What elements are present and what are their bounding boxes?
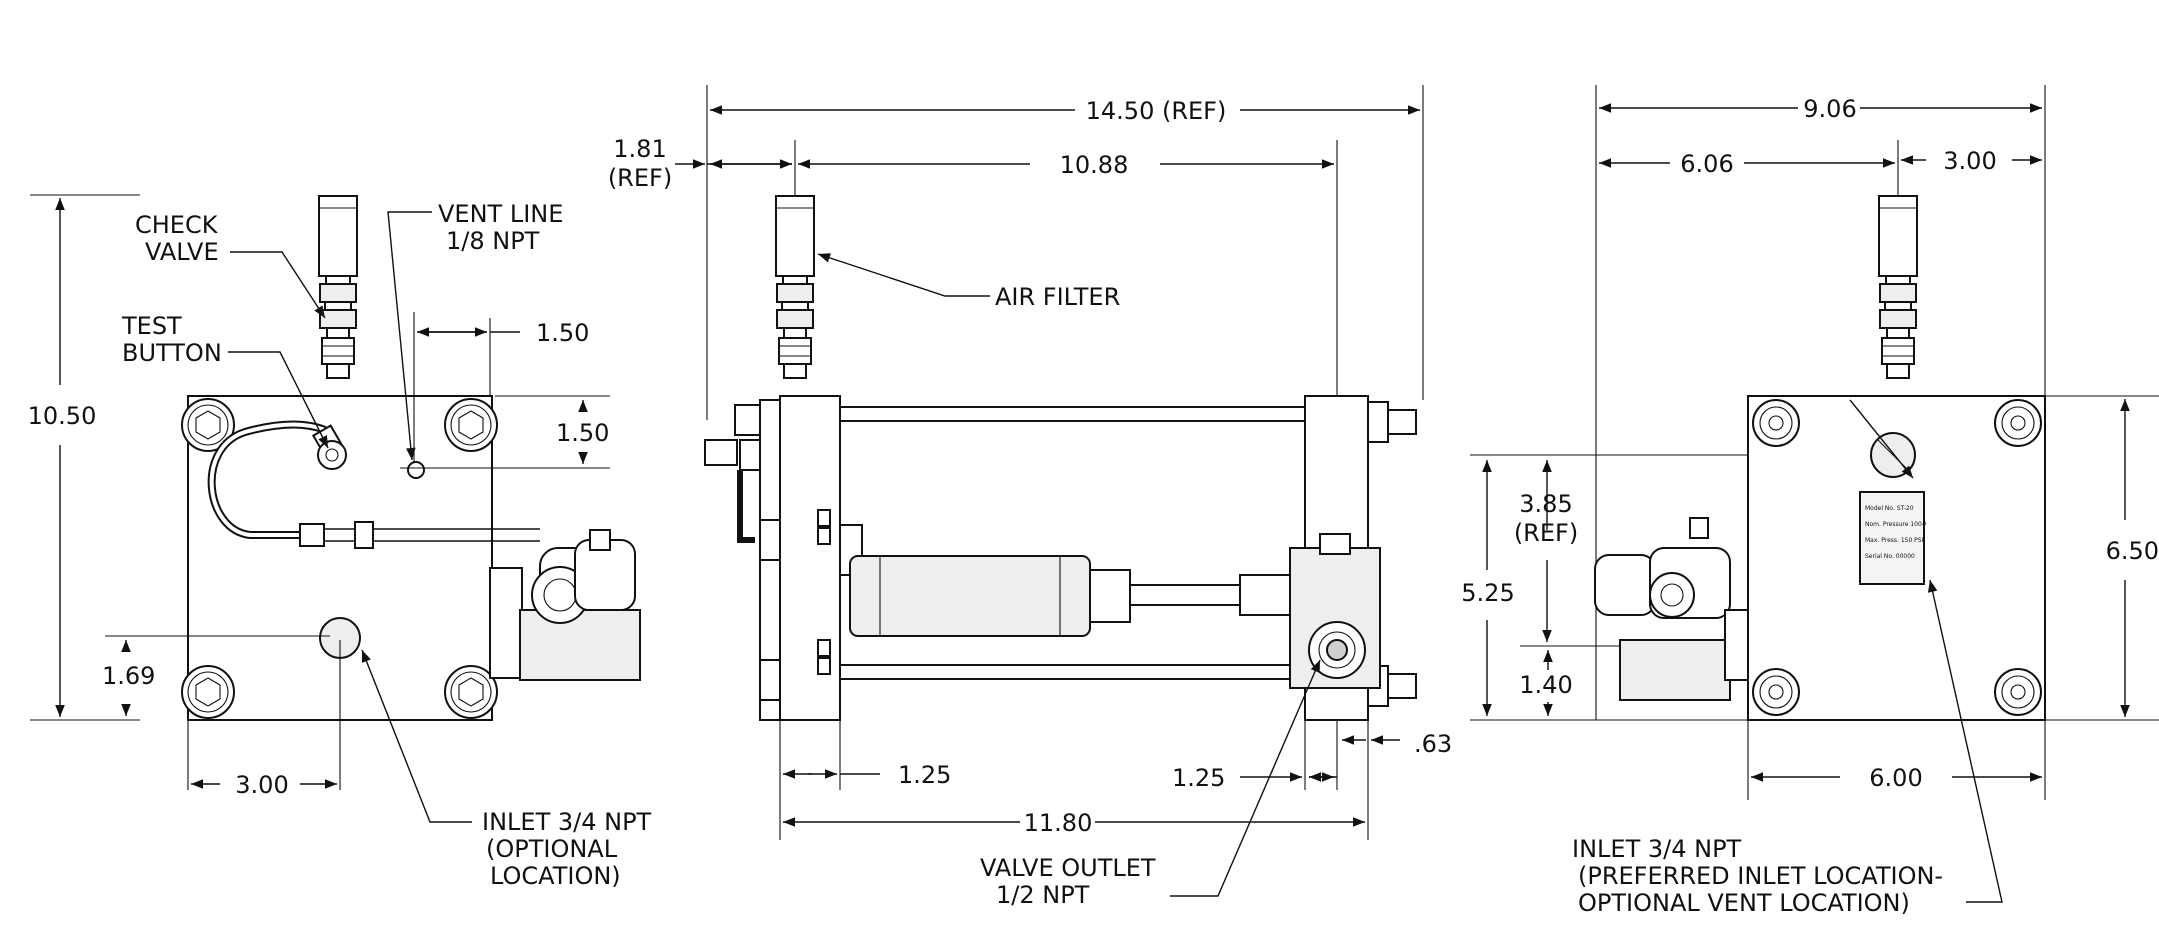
vent-line-label-1: VENT LINE: [438, 200, 563, 228]
left-inlet-label-1: INLET 3/4 NPT: [482, 808, 652, 836]
middle-view: 14.50 (REF) 1.81 (REF) 10.88 AIR FILTER: [608, 85, 1452, 909]
left-view: 10.50: [28, 194, 652, 890]
right-inlet-label-2: (PREFERRED INLET LOCATION-: [1578, 862, 1943, 890]
nameplate-line-4: Serial No. 00000: [1865, 553, 1915, 560]
right-inlet-label-3: OPTIONAL VENT LOCATION): [1578, 889, 1910, 917]
dim-block-width: 1.25: [898, 761, 951, 789]
dim-offset-2: (REF): [608, 164, 672, 192]
dim-filter-span: 10.88: [1060, 151, 1129, 179]
dim-overall-length: 14.50 (REF): [1086, 97, 1227, 125]
valve-outlet-label-2: 1/2 NPT: [996, 881, 1090, 909]
dim-outlet-offset: 1.25: [1172, 764, 1225, 792]
dim-vent-x: 1.50: [536, 319, 589, 347]
dim-port-height-1: 3.85: [1519, 490, 1572, 518]
dim-height: 10.50: [28, 402, 97, 430]
check-valve-label-1: CHECK: [135, 211, 219, 239]
check-valve-label-2: VALVE: [145, 238, 219, 266]
dim-overall-width: 9.06: [1803, 95, 1856, 123]
dim-valve-height: 1.40: [1519, 671, 1572, 699]
left-inlet-label-2: (OPTIONAL: [486, 835, 618, 863]
dim-body-length: 11.80: [1024, 809, 1093, 837]
dim-port-total: 5.25: [1461, 579, 1514, 607]
test-button-label-2: BUTTON: [122, 339, 222, 367]
dim-stub: .63: [1414, 730, 1452, 758]
dim-inlet-x: 3.00: [235, 771, 288, 799]
dim-filter-offset: 6.06: [1680, 150, 1733, 178]
test-button-label-1: TEST: [121, 312, 182, 340]
dim-body-width: 6.00: [1869, 764, 1922, 792]
nameplate-line-3: Max. Press. 150 PSI: [1865, 537, 1924, 544]
dim-offset-1: 1.81: [613, 135, 666, 163]
dim-port-height-2: (REF): [1514, 519, 1578, 547]
cylinder: [849, 555, 1091, 637]
valve-outlet-label-1: VALVE OUTLET: [980, 854, 1156, 882]
left-inlet-label-3: LOCATION): [490, 862, 621, 890]
vent-line-label-2: 1/8 NPT: [446, 227, 540, 255]
dim-vent-y: 1.50: [556, 419, 609, 447]
air-filter-label: AIR FILTER: [995, 283, 1120, 311]
right-view: 9.06 6.06 3.00 Model No. ST-20 Nom. Pres…: [1461, 85, 2159, 917]
right-inlet-label-1: INLET 3/4 NPT: [1572, 835, 1742, 863]
nameplate-line-2: Nom. Pressure 100#: [1865, 521, 1927, 528]
dim-filter-edge: 3.00: [1943, 147, 1996, 175]
dim-body-height: 6.50: [2106, 537, 2159, 565]
dim-inlet-y: 1.69: [102, 662, 155, 690]
nameplate-line-1: Model No. ST-20: [1865, 505, 1914, 512]
